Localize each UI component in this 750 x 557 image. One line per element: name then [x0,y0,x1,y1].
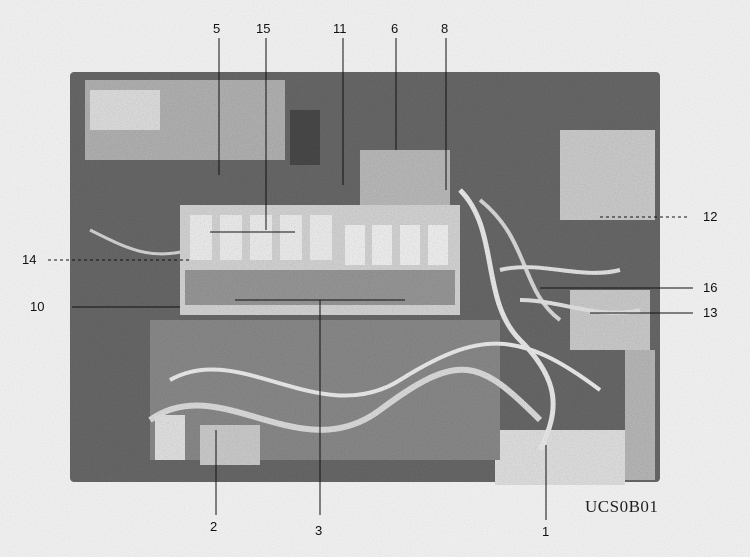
callout-16: 16 [703,280,718,295]
callout-8: 8 [441,21,449,36]
callout-15: 15 [256,21,271,36]
wire-f [499,265,621,275]
terminal-block-1 [495,430,625,485]
wire-d [478,198,562,322]
callout-5: 5 [213,21,221,36]
bottom-bracket [155,415,185,460]
callout-3: 3 [315,523,323,538]
right-lower-bundle [570,290,650,350]
light-patch [90,90,160,130]
upper-component [290,110,320,165]
lower-left-connector [200,425,260,465]
relay-base [185,270,455,305]
wire-c [458,188,556,452]
callout-6: 6 [391,21,399,36]
wire-g [519,298,641,315]
upper-contactor [360,150,450,205]
leader-lines [48,38,693,520]
callout-13: 13 [703,305,718,320]
relay-2 [220,215,242,260]
callout-11: 11 [333,21,347,36]
callout-1: 1 [542,524,550,539]
callout-14: 14 [22,252,37,267]
relay-7 [372,225,392,265]
right-cable-bundle [560,130,655,220]
relay-3 [250,215,272,260]
right-edge-strip [625,350,655,480]
relay-5 [310,215,332,260]
relay-6 [345,225,365,265]
callout-10: 10 [30,299,45,314]
relay-8 [400,225,420,265]
relay-4 [280,215,302,260]
relay-1 [190,215,212,260]
callout-2: 2 [210,519,218,534]
wire-a [148,366,543,433]
electrical-panel-photo [70,72,660,485]
figure-code: UCS0B01 [585,497,659,516]
wire-e [89,228,191,256]
callout-12: 12 [703,209,718,224]
relay-9 [428,225,448,265]
